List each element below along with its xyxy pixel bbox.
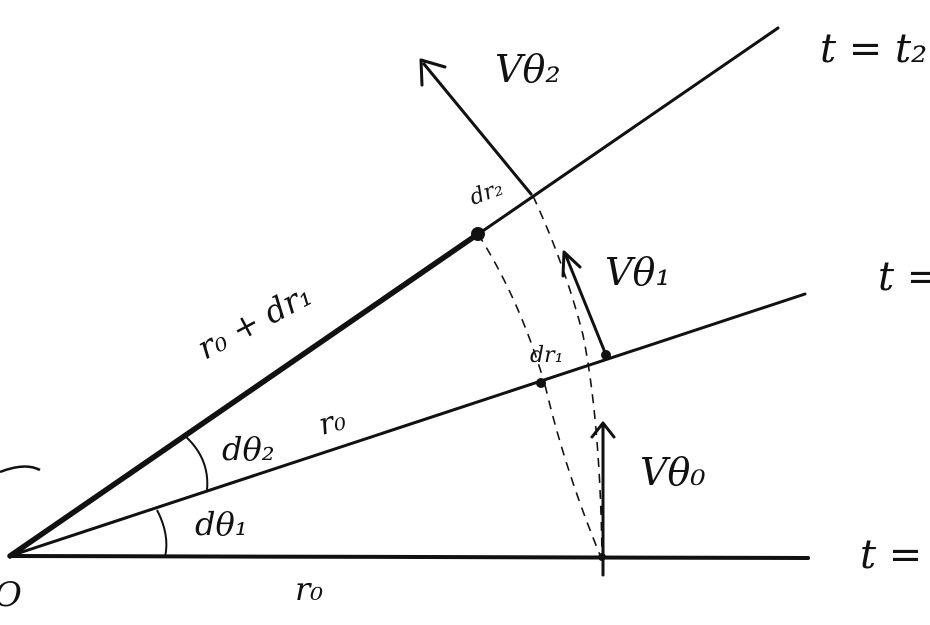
point-dr1-start <box>536 378 546 388</box>
velocity-label-v-theta0: Vθ₀ <box>640 450 706 494</box>
ray-t0 <box>8 554 810 560</box>
vector-v-theta2 <box>422 62 533 196</box>
dashed-arc-outer <box>532 195 603 556</box>
radius-label-middle: r₀ <box>315 402 350 443</box>
radius-label-bottom: r₀ <box>295 570 323 608</box>
dashed-arc-mid <box>544 384 601 556</box>
angle-label-dtheta2: dθ₂ <box>222 430 275 468</box>
velocity-label-v-theta2: Vθ₂ <box>495 47 561 91</box>
increment-label-dr2: dr₂ <box>467 176 507 211</box>
increment-label-dr1: dr₁ <box>530 343 563 368</box>
dashed-arc-inner <box>477 233 546 386</box>
ray-t2-thick-segment <box>7 231 481 559</box>
origin-tick <box>0 465 41 474</box>
angle-label-dtheta1: dθ₁ <box>195 505 248 543</box>
time-label-t2: t = t₂ <box>820 26 927 72</box>
origin-label: O <box>0 575 22 615</box>
vector-v-theta1 <box>564 254 606 352</box>
angle-arc-dtheta1 <box>156 509 168 558</box>
vector-v-theta2-arrowhead <box>419 58 447 87</box>
angle-arc-dtheta2 <box>183 434 209 491</box>
point-middle-ray-end <box>601 350 611 360</box>
point-dr2-start <box>471 227 485 241</box>
ray-t1 <box>8 292 807 558</box>
time-label-t0: t = <box>860 532 922 578</box>
velocity-label-v-theta1: Vθ₁ <box>605 250 671 294</box>
radius-label-top: r₀ + dr₁ <box>191 275 318 367</box>
vector-v-theta0-arrowhead <box>590 421 616 439</box>
vector-v-theta1-arrowhead <box>561 250 582 278</box>
time-label-t1: t = <box>878 254 930 300</box>
